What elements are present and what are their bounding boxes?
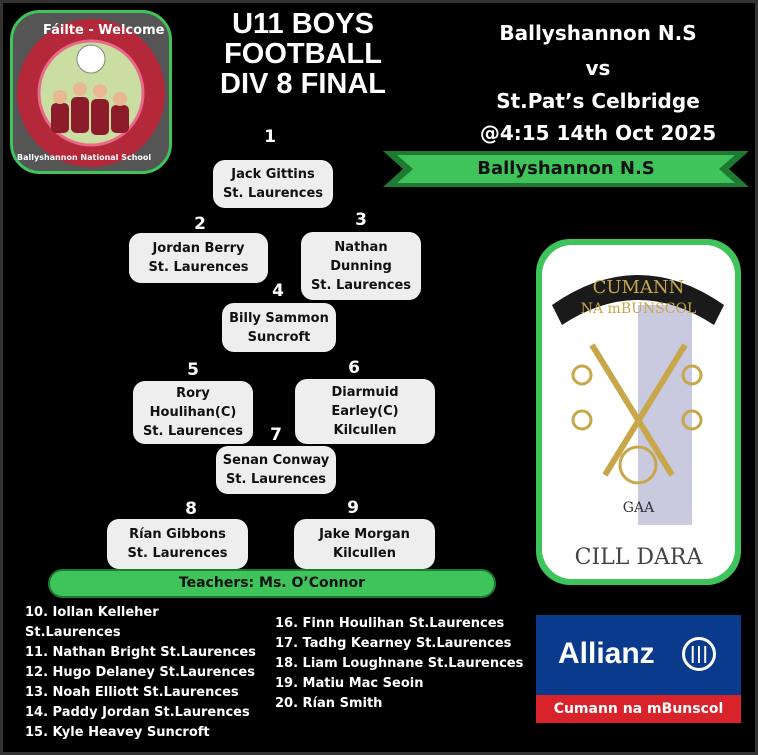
sub-item: 13. Noah Elliott St.Laurences: [25, 685, 239, 700]
player-club: St. Laurences: [310, 277, 412, 293]
player-name: Nathan: [334, 239, 388, 255]
title-line: U11 BOYS: [232, 8, 374, 40]
logo-text-bottom: Ballyshannon National School: [17, 153, 152, 162]
player-name: Jake Morgan: [319, 527, 410, 542]
player-club: St. Laurences: [127, 546, 228, 561]
player-name: Dunning: [330, 258, 392, 274]
player-name: Diarmuid: [331, 385, 399, 400]
allianz-sponsor-logo: Allianz ||| Cumann na mBunscol: [536, 615, 741, 723]
player-name: Rían Gibbons: [129, 527, 226, 542]
match-time: @4:15 14th Oct 2025: [479, 121, 717, 145]
position-number: 4: [272, 281, 284, 301]
sub-item: 20. Rían Smith: [275, 696, 383, 711]
player-name: Jordan Berry: [152, 241, 245, 256]
sub-item: 16. Finn Houlihan St.Laurences: [275, 616, 505, 631]
player-name: Rory: [176, 386, 210, 401]
away-team: St.Pat’s Celbridge: [496, 89, 700, 113]
home-team: Ballyshannon N.S: [499, 21, 697, 45]
player-name: Senan Conway: [222, 453, 330, 468]
sub-item: 11. Nathan Bright St.Laurences: [25, 645, 256, 660]
logo-text-top: CUMANN: [592, 277, 685, 298]
position-number: 6: [348, 358, 360, 378]
title-line: FOOTBALL: [224, 38, 382, 70]
sub-item: St.Laurences: [25, 625, 121, 640]
player-club: Kilcullen: [333, 423, 397, 438]
cumann-na-mbunscol-logo: CUMANN NA mBUNSCOL GAA CILL DARA: [536, 239, 741, 585]
position-number: 8: [185, 499, 197, 519]
player-name: Houlihan(C): [149, 405, 237, 420]
sponsor-name: Allianz: [558, 637, 655, 670]
player-club: Suncroft: [247, 329, 311, 345]
position-number: 7: [270, 425, 282, 445]
player-name: Earley(C): [331, 404, 399, 419]
sub-item: 17. Tadhg Kearney St.Laurences: [275, 636, 512, 651]
position-number: 3: [355, 210, 367, 230]
player-club: St. Laurences: [222, 186, 324, 201]
sub-item: 15. Kyle Heavey Suncroft: [25, 725, 210, 740]
player-club: Kilcullen: [333, 546, 396, 561]
player-club: St. Laurences: [142, 424, 244, 439]
player-name: Billy Sammon: [229, 310, 329, 326]
logo-text-bottom: CILL DARA: [574, 545, 703, 570]
sub-item: 19. Matiu Mac Seoin: [275, 676, 424, 691]
logo-text-arc: NA mBUNSCOL: [580, 301, 697, 317]
player-club: St. Laurences: [225, 472, 327, 487]
position-number: 2: [194, 214, 206, 234]
sub-item: 10. Iollan Kelleher: [25, 605, 159, 620]
player-club: St. Laurences: [148, 260, 249, 275]
subs-list-right: 16. Finn Houlihan St.Laurences 17. Tadhg…: [275, 614, 523, 714]
allianz-emblem-icon: |||: [682, 637, 716, 671]
player-name: Jack Gittins: [231, 167, 315, 182]
school-logo: Fáilte - Welcome Ballyshannon National S…: [10, 10, 172, 174]
logo-text-top: Fáilte - Welcome: [43, 23, 165, 38]
sub-item: 14. Paddy Jordan St.Laurences: [25, 705, 250, 720]
subs-list-left: 10. Iollan Kelleher St.Laurences 11. Nat…: [25, 603, 256, 743]
sub-item: 12. Hugo Delaney St.Laurences: [25, 665, 255, 680]
title-line: DIV 8 FINAL: [220, 68, 386, 100]
position-number: 1: [264, 127, 276, 147]
team-banner: Ballyshannon N.S: [383, 151, 749, 187]
position-number: 5: [187, 360, 199, 380]
teachers-bar: Teachers: Ms. O’Connor: [48, 569, 496, 598]
sponsor-tagline: Cumann na mBunscol: [553, 701, 724, 717]
banner-text: Ballyshannon N.S: [477, 158, 655, 179]
gaa-text: GAA: [622, 500, 655, 516]
teachers-text: Teachers: Ms. O’Connor: [178, 575, 366, 591]
vs-text: vs: [585, 56, 611, 80]
event-title: U11 BOYS FOOTBALL DIV 8 FINAL: [203, 9, 403, 99]
sub-item: 18. Liam Loughnane St.Laurences: [275, 656, 524, 671]
position-number: 9: [347, 498, 359, 518]
